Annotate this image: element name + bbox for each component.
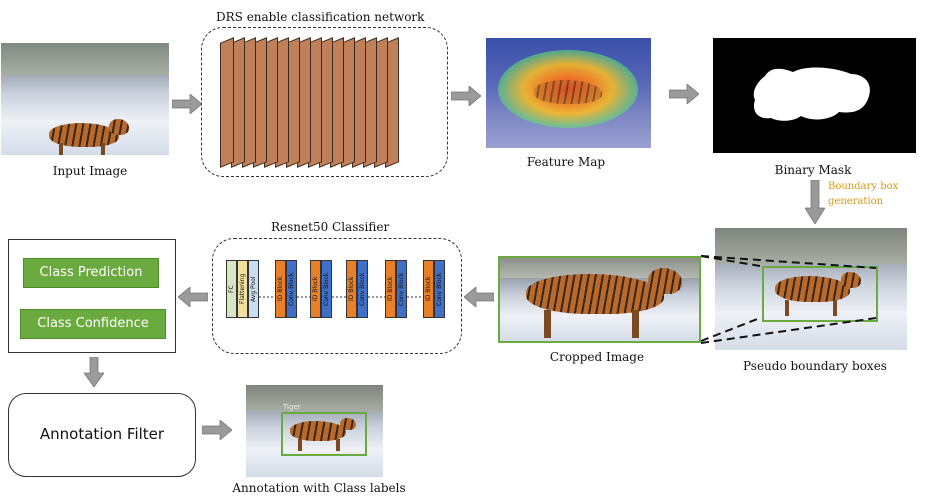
annotation-caption: Annotation with Class labels	[232, 481, 406, 495]
feature-map-caption: Feature Map	[526, 155, 606, 169]
arrow-left-icon	[178, 287, 208, 307]
annotation-bounding-box	[281, 412, 367, 456]
tiger-class-label: Tiger	[283, 403, 301, 411]
bbox-generation-label-2: generation	[828, 196, 884, 207]
output-box: Class Prediction Class Confidence	[8, 239, 176, 353]
pseudo-boundary-image	[715, 228, 907, 350]
cropped-image-caption: Cropped Image	[549, 350, 645, 364]
annotated-image: Tiger	[246, 385, 383, 477]
resnet-classifier-box: FC Flattening Avg Pool ID Block Conv Blo…	[212, 238, 462, 354]
pseudo-boundary-caption: Pseudo boundary boxes	[743, 359, 887, 373]
class-prediction-box: Class Prediction	[23, 258, 159, 288]
arrow-right-icon	[172, 94, 202, 114]
feature-map-image	[486, 38, 651, 148]
drs-network-box	[201, 27, 448, 177]
arrow-right-icon	[669, 84, 699, 104]
class-confidence-box: Class Confidence	[20, 309, 166, 339]
binary-mask-image	[713, 38, 916, 153]
arrow-right-icon	[451, 86, 481, 106]
bounding-box	[762, 266, 878, 322]
arrow-down-icon	[805, 180, 825, 224]
projection-lines	[700, 255, 761, 342]
resnet-title: Resnet50 Classifier	[271, 220, 390, 234]
drs-network-title: DRS enable classification network	[216, 10, 425, 24]
input-image	[1, 43, 169, 155]
arrow-right-icon	[202, 420, 232, 440]
cropped-image	[498, 256, 701, 343]
conv-layer	[220, 37, 234, 168]
binary-mask-caption: Binary Mask	[774, 163, 852, 177]
annotation-filter-box: Annotation Filter	[8, 393, 196, 477]
input-image-caption: Input Image	[52, 164, 128, 178]
bbox-generation-label-1: Boundary box	[828, 181, 899, 192]
arrow-left-icon	[464, 287, 494, 307]
arrow-down-icon	[84, 357, 104, 387]
annotation-filter-label: Annotation Filter	[39, 425, 165, 443]
block-connectors	[259, 296, 423, 298]
